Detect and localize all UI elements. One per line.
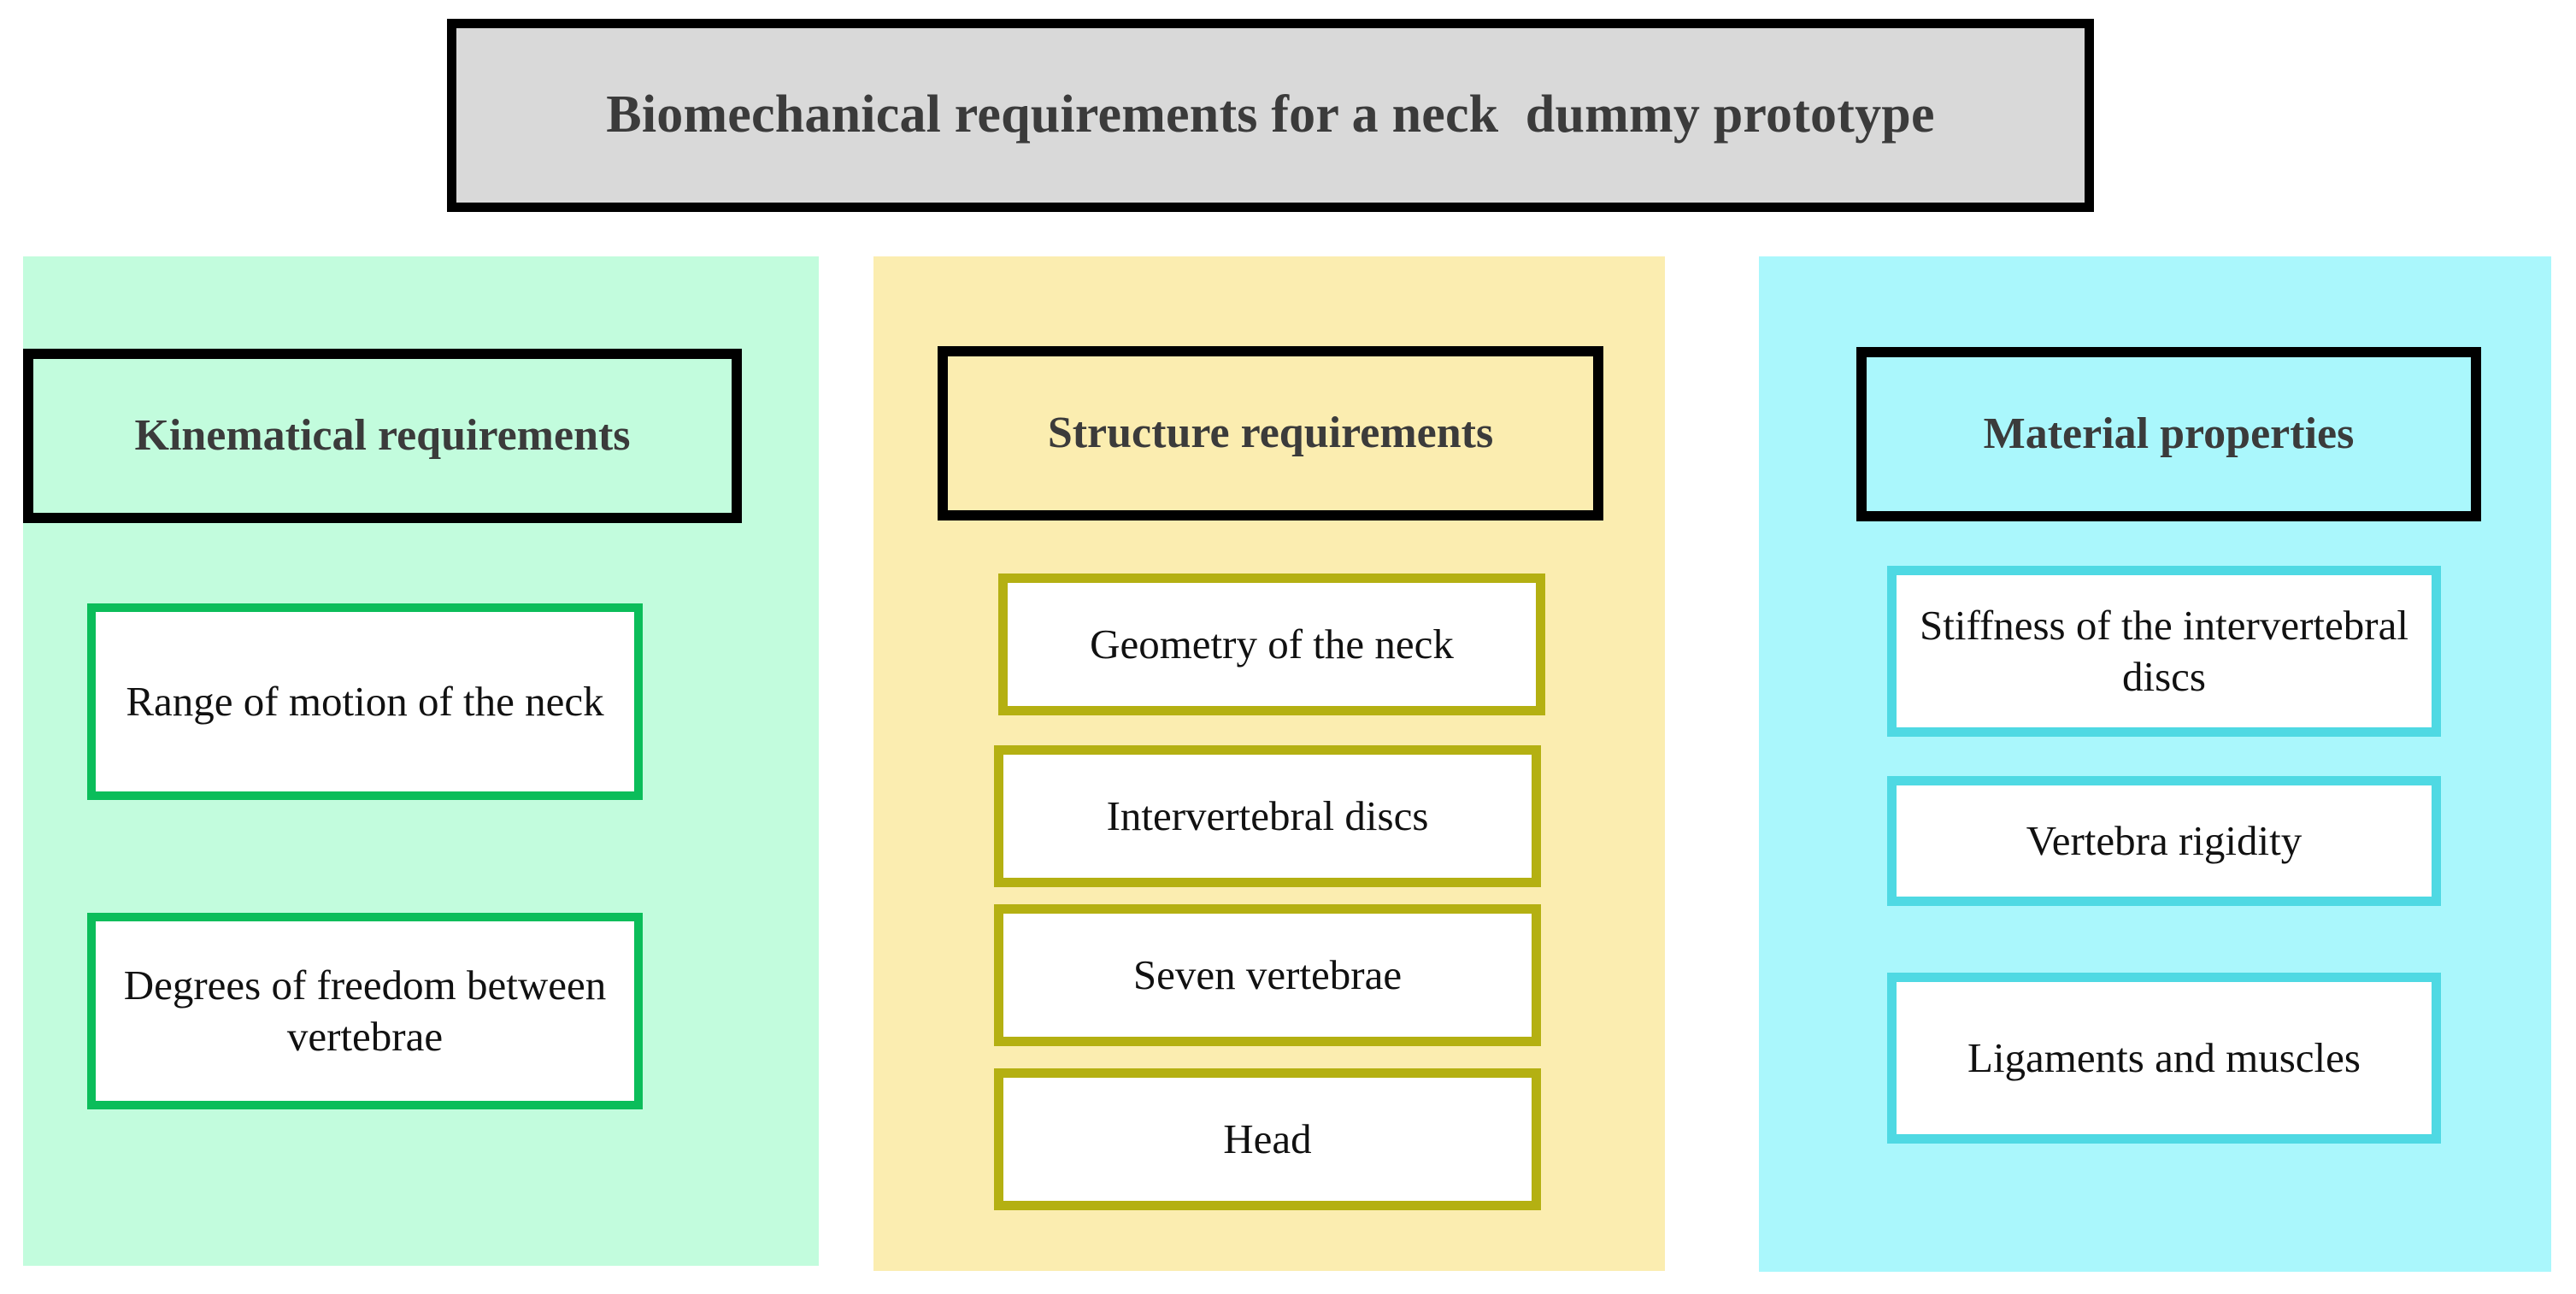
item-label: Ligaments and muscles	[1967, 1034, 2361, 1082]
diagram-title-box: Biomechanical requirements for a neck du…	[447, 19, 2094, 212]
column-header-kinematical: Kinematical requirements	[23, 349, 742, 523]
column-header-label: Kinematical requirements	[134, 411, 631, 461]
item-label: Stiffness of the intervertebral discs	[1920, 602, 2408, 700]
item-label: Head	[1223, 1115, 1312, 1163]
item-label: Range of motion of the neck	[126, 678, 604, 726]
column-header-material: Material properties	[1856, 347, 2481, 521]
item-box-geometry-of-the-neck: Geometry of the neck	[998, 573, 1545, 715]
item-label: Intervertebral discs	[1106, 792, 1429, 840]
page-title: Biomechanical requirements for a neck du…	[606, 85, 1935, 144]
item-label: Degrees of freedom between vertebrae	[123, 962, 607, 1060]
item-label: Geometry of the neck	[1090, 621, 1454, 668]
item-label: Vertebra rigidity	[2026, 817, 2303, 865]
item-box-intervertebral-discs: Intervertebral discs	[994, 745, 1541, 887]
column-header-label: Material properties	[1983, 409, 2355, 459]
item-label: Seven vertebrae	[1132, 951, 1403, 999]
item-box-head: Head	[994, 1068, 1541, 1210]
item-box-ligaments-and-muscles: Ligaments and muscles	[1887, 973, 2441, 1144]
item-box-vertebra-rigidity: Vertebra rigidity	[1887, 776, 2441, 906]
column-header-label: Structure requirements	[1047, 409, 1494, 458]
item-box-range-of-motion: Range of motion of the neck	[87, 603, 643, 800]
item-box-seven-vertebrae: Seven vertebrae	[994, 904, 1541, 1046]
column-header-structure: Structure requirements	[938, 346, 1603, 521]
item-box-stiffness-of-intervertebral-discs: Stiffness of the intervertebral discs	[1887, 566, 2441, 737]
item-box-degrees-of-freedom: Degrees of freedom between vertebrae	[87, 913, 643, 1109]
